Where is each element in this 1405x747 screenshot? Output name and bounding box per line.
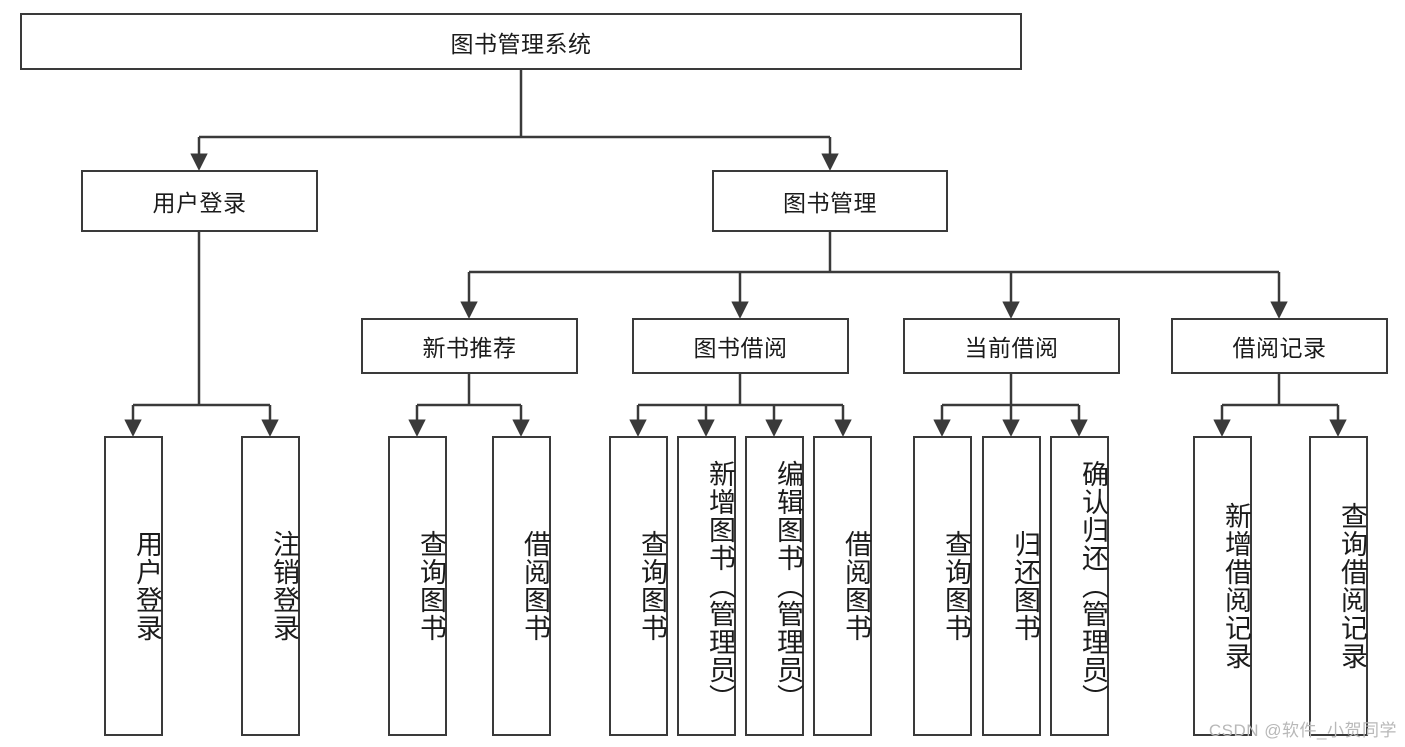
node-root-label: 图书管理系统 (450, 30, 592, 57)
node-new-book-recommend[interactable]: 新书推荐 (361, 318, 578, 374)
leaf-logout-label: 注销登录 (269, 530, 299, 642)
leaf-add-book-admin[interactable]: 新增图书（管理员） (677, 436, 736, 736)
leaf-add-book-admin-label: 新增图书（管理员） (705, 460, 735, 712)
node-user-login[interactable]: 用户登录 (81, 170, 318, 232)
leaf-borrow-books-new[interactable]: 借阅图书 (492, 436, 551, 736)
node-book-management[interactable]: 图书管理 (712, 170, 948, 232)
leaf-query-books-borrow[interactable]: 查询图书 (609, 436, 668, 736)
leaf-user-login[interactable]: 用户登录 (104, 436, 163, 736)
leaf-edit-book-admin-label: 编辑图书（管理员） (773, 460, 803, 712)
node-current-borrow-label: 当前借阅 (964, 335, 1059, 361)
leaf-edit-book-admin[interactable]: 编辑图书（管理员） (745, 436, 804, 736)
leaf-query-books-new[interactable]: 查询图书 (388, 436, 447, 736)
leaf-logout[interactable]: 注销登录 (241, 436, 300, 736)
leaf-confirm-return-admin[interactable]: 确认归还（管理员） (1050, 436, 1109, 736)
node-root[interactable]: 图书管理系统 (20, 13, 1022, 70)
node-book-management-label: 图书管理 (783, 190, 877, 216)
leaf-query-books-new-label: 查询图书 (416, 530, 446, 642)
leaf-query-books-borrow-label: 查询图书 (637, 530, 667, 642)
csdn-watermark: CSDN @软件_小贺同学 (1208, 721, 1397, 740)
node-book-borrow-label: 图书借阅 (693, 335, 788, 361)
leaf-add-borrow-record[interactable]: 新增借阅记录 (1193, 436, 1252, 736)
node-new-book-recommend-label: 新书推荐 (422, 335, 517, 361)
leaf-query-borrow-record[interactable]: 查询借阅记录 (1309, 436, 1368, 736)
leaf-user-login-label: 用户登录 (132, 530, 162, 642)
node-borrow-records[interactable]: 借阅记录 (1171, 318, 1388, 374)
node-borrow-records-label: 借阅记录 (1232, 335, 1327, 361)
leaf-confirm-return-admin-label: 确认归还（管理员） (1078, 460, 1108, 712)
leaf-query-books-current-label: 查询图书 (941, 530, 971, 642)
node-user-login-label: 用户登录 (152, 190, 247, 216)
leaf-add-borrow-record-label: 新增借阅记录 (1221, 502, 1251, 670)
node-book-borrow[interactable]: 图书借阅 (632, 318, 849, 374)
leaf-borrow-books-borrow-label: 借阅图书 (841, 530, 871, 642)
leaf-query-books-current[interactable]: 查询图书 (913, 436, 972, 736)
leaf-borrow-books-new-label: 借阅图书 (520, 530, 550, 642)
node-current-borrow[interactable]: 当前借阅 (903, 318, 1120, 374)
leaf-borrow-books-borrow[interactable]: 借阅图书 (813, 436, 872, 736)
leaf-return-books[interactable]: 归还图书 (982, 436, 1041, 736)
leaf-query-borrow-record-label: 查询借阅记录 (1337, 502, 1367, 670)
leaf-return-books-label: 归还图书 (1010, 530, 1040, 642)
